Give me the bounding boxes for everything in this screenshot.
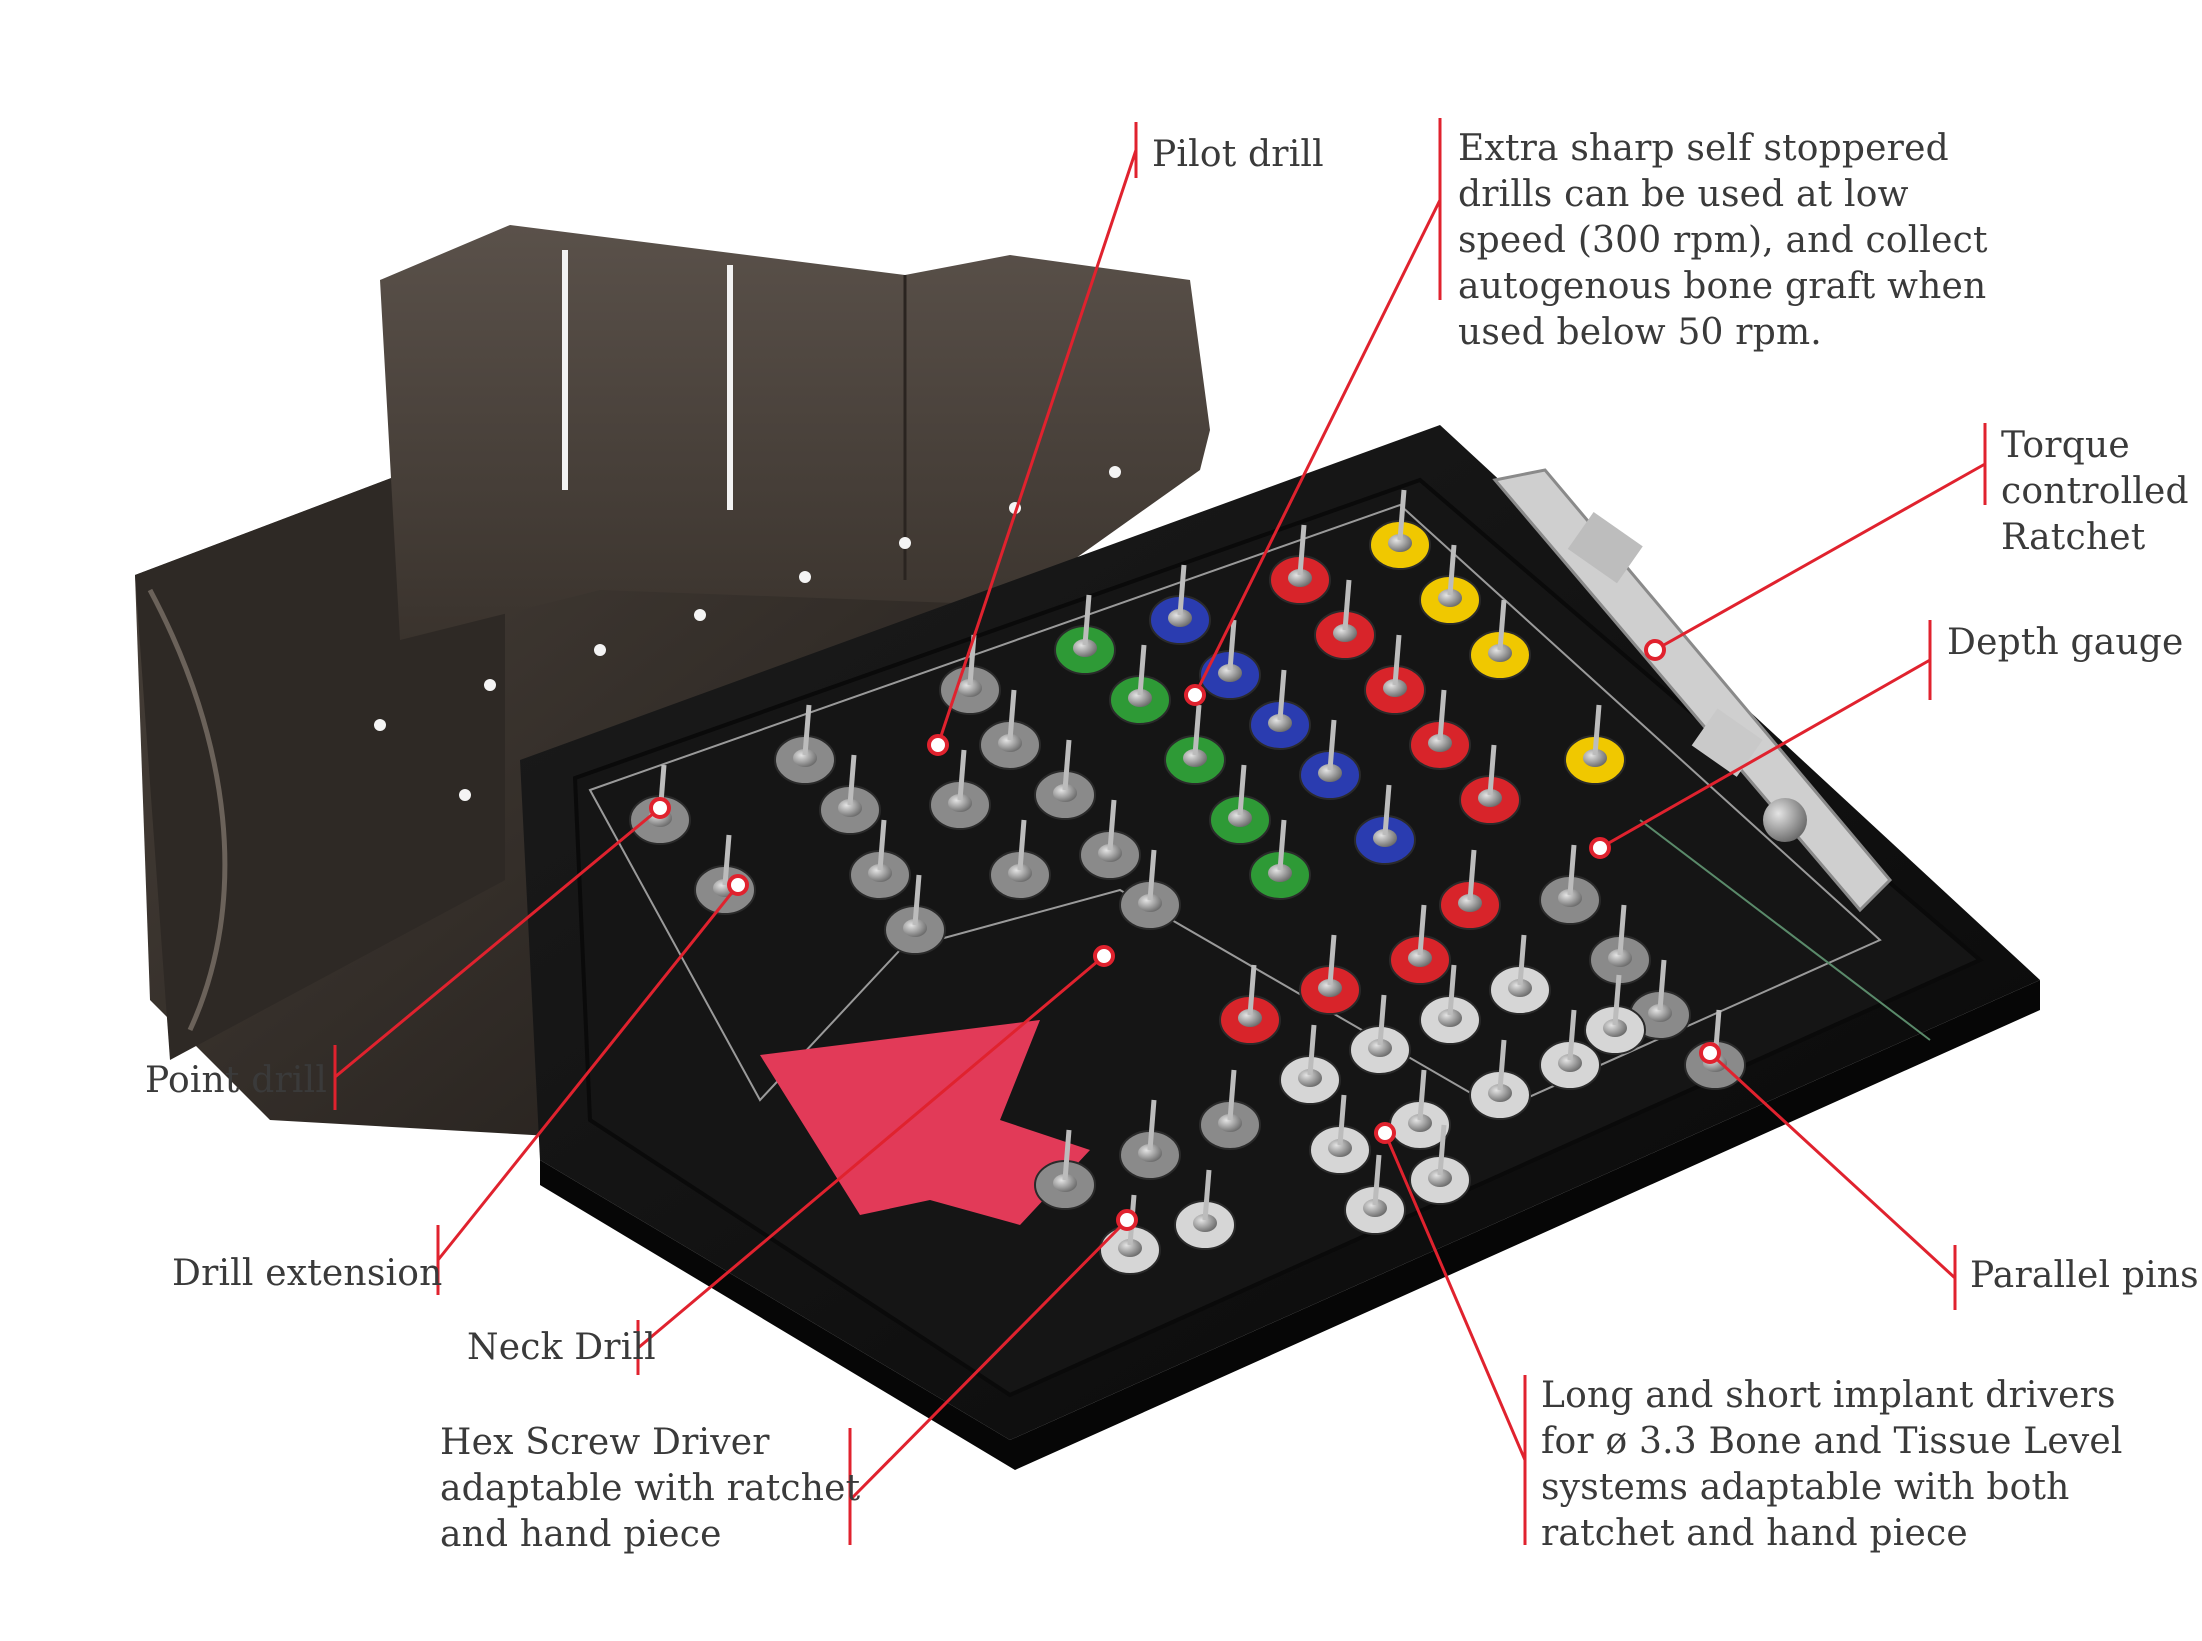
drill-stop [1279,1024,1341,1105]
drill-stop [1469,599,1531,680]
leader-neck-drill [636,945,1115,1375]
drill-stop [1119,849,1181,930]
label-neck-drill: Neck Drill [467,1327,656,1368]
drill-stop [1079,799,1141,880]
drill-stop [1419,544,1481,625]
drill-stop [1459,744,1521,825]
drill-stop [1349,994,1411,1075]
drill-stop [1219,964,1281,1045]
drill-stop [819,754,881,835]
leader-parallel-pins [1699,1042,1957,1310]
drill-stop [1034,1129,1096,1210]
label-torque-ratchet: Torque controlled Ratchet [2001,425,2189,558]
leader-hex-driver [848,1209,1138,1545]
leader-extra-sharp [1184,118,1442,706]
label-parallel-pins: Parallel pins [1970,1255,2199,1296]
drill-stop [1269,524,1331,605]
callout-leaders [333,118,1987,1545]
drill-stop [1439,849,1501,930]
drill-stop [1409,1124,1471,1205]
drill-stop [1389,1069,1451,1150]
label-hex-screw-driver: Hex Screw Driver adaptable with ratchet … [440,1422,861,1555]
drill-stop [1309,1094,1371,1175]
drill-stop [929,749,991,830]
drill-stop [1149,564,1211,645]
leader-pilot-drill [927,122,1138,756]
drill-stop [1109,644,1171,725]
drill-stop [1389,904,1451,985]
leader-depth-gauge [1589,620,1932,859]
drill-stop [1034,739,1096,820]
drill-stop [1209,764,1271,845]
leader-torque [1644,423,1987,661]
drill-stop [1539,844,1601,925]
leader-point-drill [333,797,671,1110]
drill-stop [1249,669,1311,750]
drill-stop [1369,489,1431,570]
drill-stop [1054,594,1116,675]
drill-stop [1539,1009,1601,1090]
drill-stop [1174,1169,1236,1250]
drill-stop [1469,1039,1531,1120]
leader-implant-drivers [1374,1122,1527,1545]
label-pilot-drill: Pilot drill [1152,134,1324,175]
drill-stop [1344,1154,1406,1235]
drill-stop [1199,619,1261,700]
drill-stop [1119,1099,1181,1180]
drill-stop [1314,579,1376,660]
drill-stop [1419,964,1481,1045]
drill-stop [884,874,946,955]
drill-stop [1589,904,1651,985]
drill-stop [1249,819,1311,900]
drill-stop [1354,784,1416,865]
torque-ratchet [1492,468,1893,913]
drill-stop [979,689,1041,770]
drill-stop-rings [629,489,1746,1275]
drill-stop [1299,934,1361,1015]
kit-tray [520,425,2040,1470]
label-depth-gauge: Depth gauge [1947,622,2184,663]
label-implant-drivers: Long and short implant drivers for ø 3.3… [1541,1375,2123,1554]
label-drill-extension: Drill extension [172,1253,443,1294]
drill-stop [989,819,1051,900]
leader-drill-extension [436,874,749,1295]
drill-stop [1584,974,1646,1055]
label-point-drill: Point drill [145,1060,328,1101]
label-extra-sharp-drills: Extra sharp self stoppered drills can be… [1458,128,1988,353]
drill-stop [1564,704,1626,785]
drill-stop [849,819,911,900]
drill-stop [1199,1069,1261,1150]
drill-stop [1489,934,1551,1015]
drill-stop [1409,689,1471,770]
drill-stop [1164,704,1226,785]
drill-stop [1299,719,1361,800]
drill-stop [939,634,1001,715]
drill-stop [774,704,836,785]
drill-stop [1364,634,1426,715]
